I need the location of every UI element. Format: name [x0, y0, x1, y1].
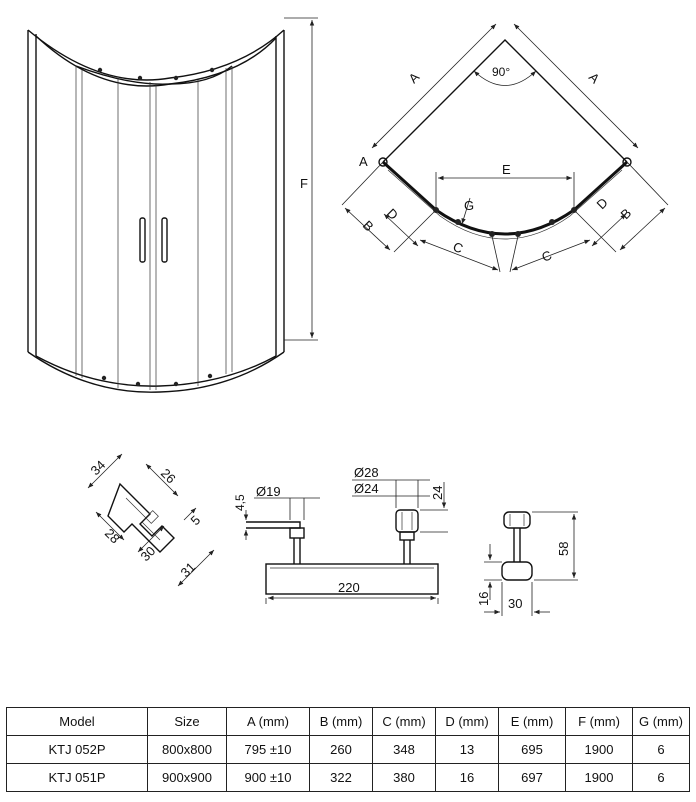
profile-dim-28: 28 [102, 526, 123, 547]
table-row: KTJ 051P 900x900 900 ±10 322 380 16 697 … [6, 763, 690, 792]
cell-e: 695 [498, 735, 566, 764]
profile-section-detail: 34 26 28 5 30 31 [88, 453, 215, 587]
roller-dim-58: 58 [556, 542, 571, 556]
top-view-diagram: A A 90° A E G B D C [341, 23, 669, 273]
cell-size: 900x900 [147, 763, 227, 792]
handle-right [161, 217, 168, 263]
table-row: KTJ 052P 800x800 795 ±10 260 348 13 695 … [6, 735, 690, 764]
cell-b: 322 [309, 763, 373, 792]
cell-b: 260 [309, 735, 373, 764]
label-a-left: A [406, 69, 423, 86]
label-d-right: D [594, 195, 611, 212]
profile-dim-31: 31 [178, 559, 199, 580]
profile-dim-26: 26 [158, 466, 179, 487]
roller-dim-16: 16 [476, 592, 491, 606]
cell-c: 380 [372, 763, 436, 792]
cell-model: KTJ 051P [6, 763, 148, 792]
label-a-right: A [586, 70, 603, 87]
label-c-left: C [451, 239, 465, 256]
col-g: G (mm) [632, 707, 690, 736]
cell-c: 348 [372, 735, 436, 764]
handle-bar [265, 563, 439, 595]
label-f: F [300, 176, 308, 191]
col-size: Size [147, 707, 227, 736]
cell-a: 900 ±10 [226, 763, 310, 792]
cell-d: 16 [435, 763, 499, 792]
col-a: A (mm) [226, 707, 310, 736]
cell-f: 1900 [565, 735, 633, 764]
handle-detail: 220 4,5 Ø19 Ø28 Ø24 24 [233, 465, 448, 604]
col-d: D (mm) [435, 707, 499, 736]
col-c: C (mm) [372, 707, 436, 736]
handle-left [139, 217, 146, 263]
label-b-left: B [360, 218, 377, 235]
label-angle: 90° [492, 65, 510, 79]
roller-dim-30: 30 [508, 596, 522, 611]
handle-dim-d19: Ø19 [256, 484, 281, 499]
specs-table: Model Size A (mm) B (mm) C (mm) D (mm) E… [6, 707, 690, 792]
technical-drawing: F A A 90° A E G B [27, 17, 669, 616]
label-g: G [464, 198, 474, 213]
col-e: E (mm) [498, 707, 566, 736]
enclosure-perspective-view: F [27, 17, 318, 393]
handle-dim-d28: Ø28 [354, 465, 379, 480]
cell-f: 1900 [565, 763, 633, 792]
col-b: B (mm) [309, 707, 373, 736]
profile-dim-5: 5 [188, 512, 204, 528]
handle-dim-45: 4,5 [233, 494, 247, 511]
handle-dim-d24: Ø24 [354, 481, 379, 496]
cell-g: 6 [632, 763, 690, 792]
cell-g: 6 [632, 735, 690, 764]
col-f: F (mm) [565, 707, 633, 736]
profile-dim-34: 34 [88, 457, 109, 478]
col-model: Model [6, 707, 148, 736]
cell-a: 795 ±10 [226, 735, 310, 764]
label-c-right: C [540, 247, 554, 264]
cell-d: 13 [435, 735, 499, 764]
cell-model: KTJ 052P [6, 735, 148, 764]
label-a-end: A [359, 154, 368, 169]
label-e: E [502, 162, 511, 177]
cell-size: 800x800 [147, 735, 227, 764]
label-d-left: D [384, 206, 401, 223]
roller-detail: 58 16 30 [476, 511, 578, 616]
table-header-row: Model Size A (mm) B (mm) C (mm) D (mm) E… [6, 707, 690, 736]
cell-e: 697 [498, 763, 566, 792]
handle-dim-220: 220 [338, 580, 360, 595]
handle-dim-24: 24 [430, 486, 445, 500]
